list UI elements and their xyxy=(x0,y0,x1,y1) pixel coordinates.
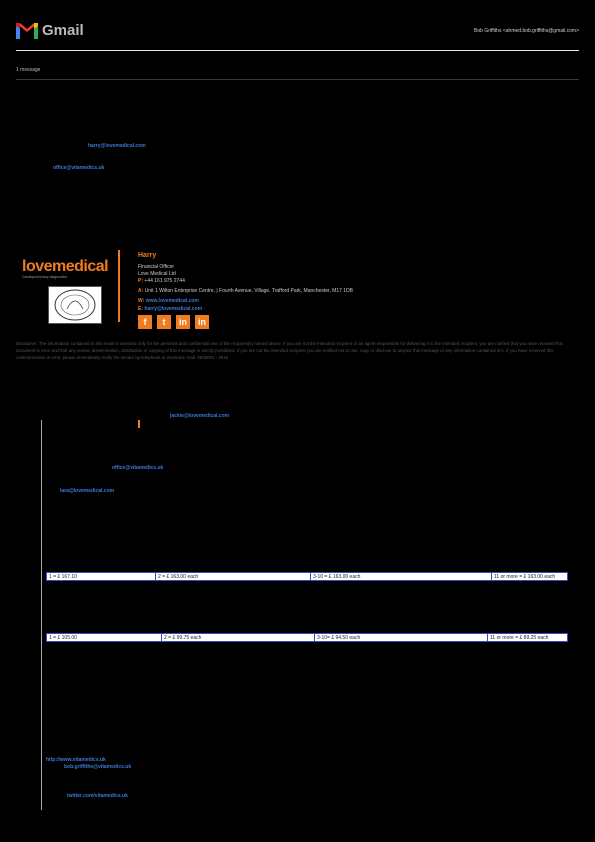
jackie-email-link[interactable]: jackie@lovemedical.com xyxy=(170,413,230,419)
price-cell: 1 = £ 105.00 xyxy=(46,633,162,642)
signature-phone: +44 161 975 2744 xyxy=(144,278,185,284)
twitter-link[interactable]: twitter.com/vitamedics.uk xyxy=(67,793,128,799)
web-label: W: xyxy=(138,298,145,304)
price-cell: 2 = £ 99.75 each xyxy=(161,633,315,642)
social-icons: f t in in xyxy=(138,315,209,329)
signature-address: Unit 1 Wilton Enterprise Centre, | Fourt… xyxy=(144,288,354,294)
price-cell: 3-10 = £ 163.00 each xyxy=(310,572,492,581)
certification-seal xyxy=(48,286,102,324)
signature-email-row: E: harry@lovemedical.com xyxy=(138,306,202,312)
linkedin-company-icon[interactable]: in xyxy=(195,315,209,329)
email-signature: lovemedical Cardiopulmonary diagnostics … xyxy=(20,250,560,330)
harry-email-link[interactable]: harry@lovemedical.com xyxy=(88,143,146,149)
table-row: 1 = £ 167.10 2 = £ 163.00 each 3-10 = £ … xyxy=(46,572,568,581)
header-divider xyxy=(16,50,579,51)
quote-bar xyxy=(41,420,42,810)
company-logo: lovemedical xyxy=(22,258,109,275)
signature-name: Harry xyxy=(138,252,157,259)
price-cell: 2 = £ 163.00 each xyxy=(155,572,311,581)
signature-web-row: W: www.lovemedical.com xyxy=(138,298,199,304)
facebook-icon[interactable]: f xyxy=(138,315,152,329)
app-name: Gmail xyxy=(42,22,84,39)
price-cell: 11 or more = £ 89.25 each xyxy=(487,633,568,642)
signature-title: Financial Officer xyxy=(138,264,175,270)
price-table-1: 1 = £ 167.10 2 = £ 163.00 each 3-10 = £ … xyxy=(46,572,568,581)
account-user[interactable]: Bob Griffiths <ahmed.bob.griffiths@gmail… xyxy=(474,28,579,34)
office-email-link[interactable]: office@vitamedics.uk xyxy=(53,165,105,171)
website-link[interactable]: http://www.vitamedics.uk xyxy=(46,757,106,763)
signature-divider xyxy=(118,250,120,322)
signature-phone-row: P: +44 161 975 2744 xyxy=(138,278,185,284)
signature-address-row: A: Unit 1 Wilton Enterprise Centre, | Fo… xyxy=(138,288,353,294)
signature-web-link[interactable]: www.lovemedical.com xyxy=(145,298,199,304)
office-email-link-2[interactable]: office@vitamedics.uk xyxy=(112,465,164,471)
table-row: 1 = £ 105.00 2 = £ 99.75 each 3-10= £ 94… xyxy=(46,633,568,642)
price-cell: 1 = £ 167.10 xyxy=(46,572,156,581)
phone-label: P: xyxy=(138,278,143,284)
lara-email-link[interactable]: lara@lovemedical.com xyxy=(60,488,115,494)
gmail-icon xyxy=(16,22,38,39)
seal-icon xyxy=(54,289,96,321)
gmail-logo[interactable]: Gmail xyxy=(16,22,84,39)
address-label: A: xyxy=(138,288,144,294)
price-cell: 11 or more = £ 163.00 each xyxy=(491,572,568,581)
signature-email-link[interactable]: harry@lovemedical.com xyxy=(144,306,203,312)
bob-email-link[interactable]: bob.griffiths@vitamedics.uk xyxy=(64,764,132,770)
linkedin-icon[interactable]: in xyxy=(176,315,190,329)
count-divider xyxy=(16,79,579,80)
price-cell: 3-10= £ 94.50 each xyxy=(314,633,488,642)
orange-marker xyxy=(138,420,140,428)
logo-tagline: Cardiopulmonary diagnostics xyxy=(22,275,68,279)
twitter-icon[interactable]: t xyxy=(157,315,171,329)
disclaimer-text: Disclaimer: The information contained in… xyxy=(16,341,563,361)
price-table-2: 1 = £ 105.00 2 = £ 99.75 each 3-10= £ 94… xyxy=(46,633,568,642)
signature-company: Love Medical Ltd xyxy=(138,271,176,277)
message-count: 1 message xyxy=(16,67,41,73)
email-label: E: xyxy=(138,306,143,312)
